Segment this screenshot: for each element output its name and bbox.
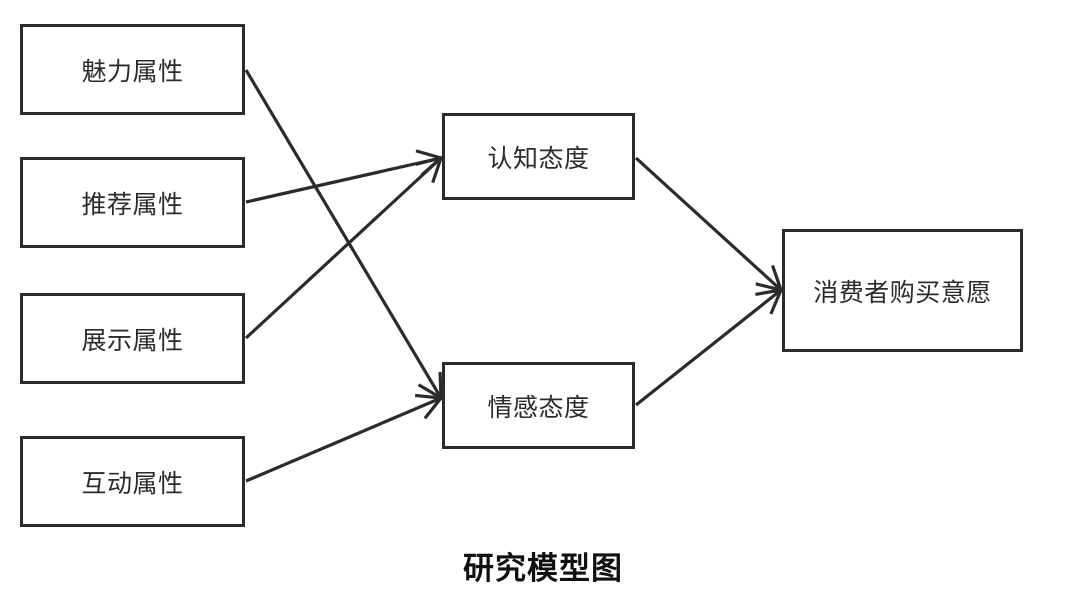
node-display-label: 展示属性 <box>81 325 184 355</box>
edge-recommend-to-cognitive <box>245 156 442 204</box>
edge-interaction-to-affective <box>245 396 442 483</box>
node-affective: 情感态度 <box>442 362 635 449</box>
node-intention-label: 消费者购买意愿 <box>813 277 992 307</box>
node-interaction: 互动属性 <box>20 436 245 527</box>
figure-caption: 研究模型图 <box>463 551 623 587</box>
node-charm-label: 魅力属性 <box>81 56 184 86</box>
node-recommend: 推荐属性 <box>20 157 245 248</box>
node-affective-label: 情感态度 <box>487 392 590 422</box>
node-charm: 魅力属性 <box>20 24 245 115</box>
arrowhead-interaction-to-affective <box>414 393 445 420</box>
edge-cognitive-to-intention <box>634 156 783 292</box>
edge-charm-to-affective <box>244 69 443 399</box>
edge-layer <box>244 69 784 483</box>
node-intention: 消费者购买意愿 <box>782 229 1023 352</box>
edge-display-to-cognitive <box>244 156 443 340</box>
node-cognitive: 认知态度 <box>442 113 635 200</box>
node-recommend-label: 推荐属性 <box>81 189 184 219</box>
edge-affective-to-intention <box>635 288 782 407</box>
arrowhead-affective-to-intention <box>755 287 784 315</box>
arrowhead-display-to-cognitive <box>415 155 444 184</box>
node-display: 展示属性 <box>20 293 245 384</box>
node-interaction-label: 互动属性 <box>81 468 184 498</box>
node-cognitive-label: 认知态度 <box>487 143 590 173</box>
